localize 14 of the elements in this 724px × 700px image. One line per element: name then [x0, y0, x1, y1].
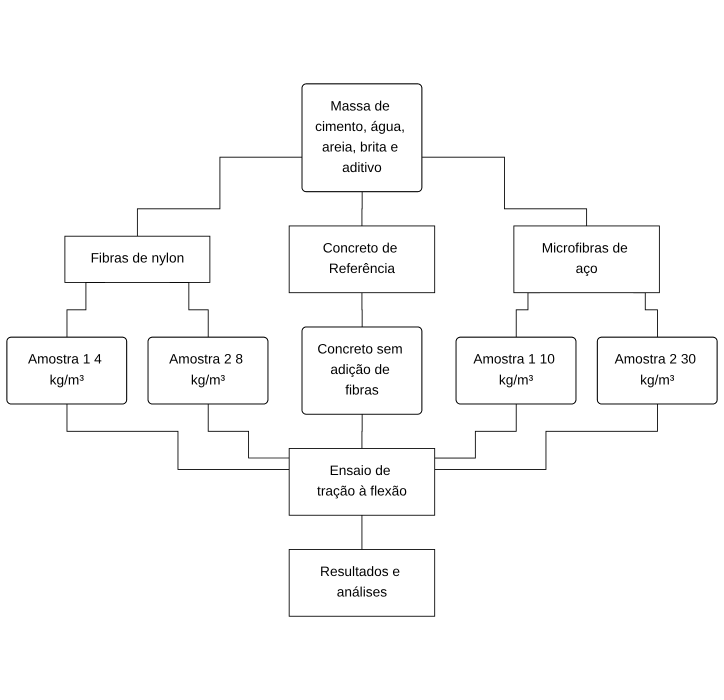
connector [208, 404, 290, 458]
node-box: Microfibras de aço [513, 225, 660, 294]
connector [362, 192, 363, 226]
connector [66, 404, 290, 470]
connector [136, 156, 303, 237]
connector [422, 156, 588, 226]
node-box: Fibras de nylon [64, 236, 210, 283]
node-box: Ensaio de tração à flexão [288, 448, 436, 516]
connector [434, 404, 658, 470]
connector [362, 292, 363, 328]
node-box: Concreto de Referência [288, 225, 436, 294]
node-box: Resultados e análises [288, 549, 436, 617]
connector [434, 404, 517, 458]
connector [362, 414, 363, 449]
